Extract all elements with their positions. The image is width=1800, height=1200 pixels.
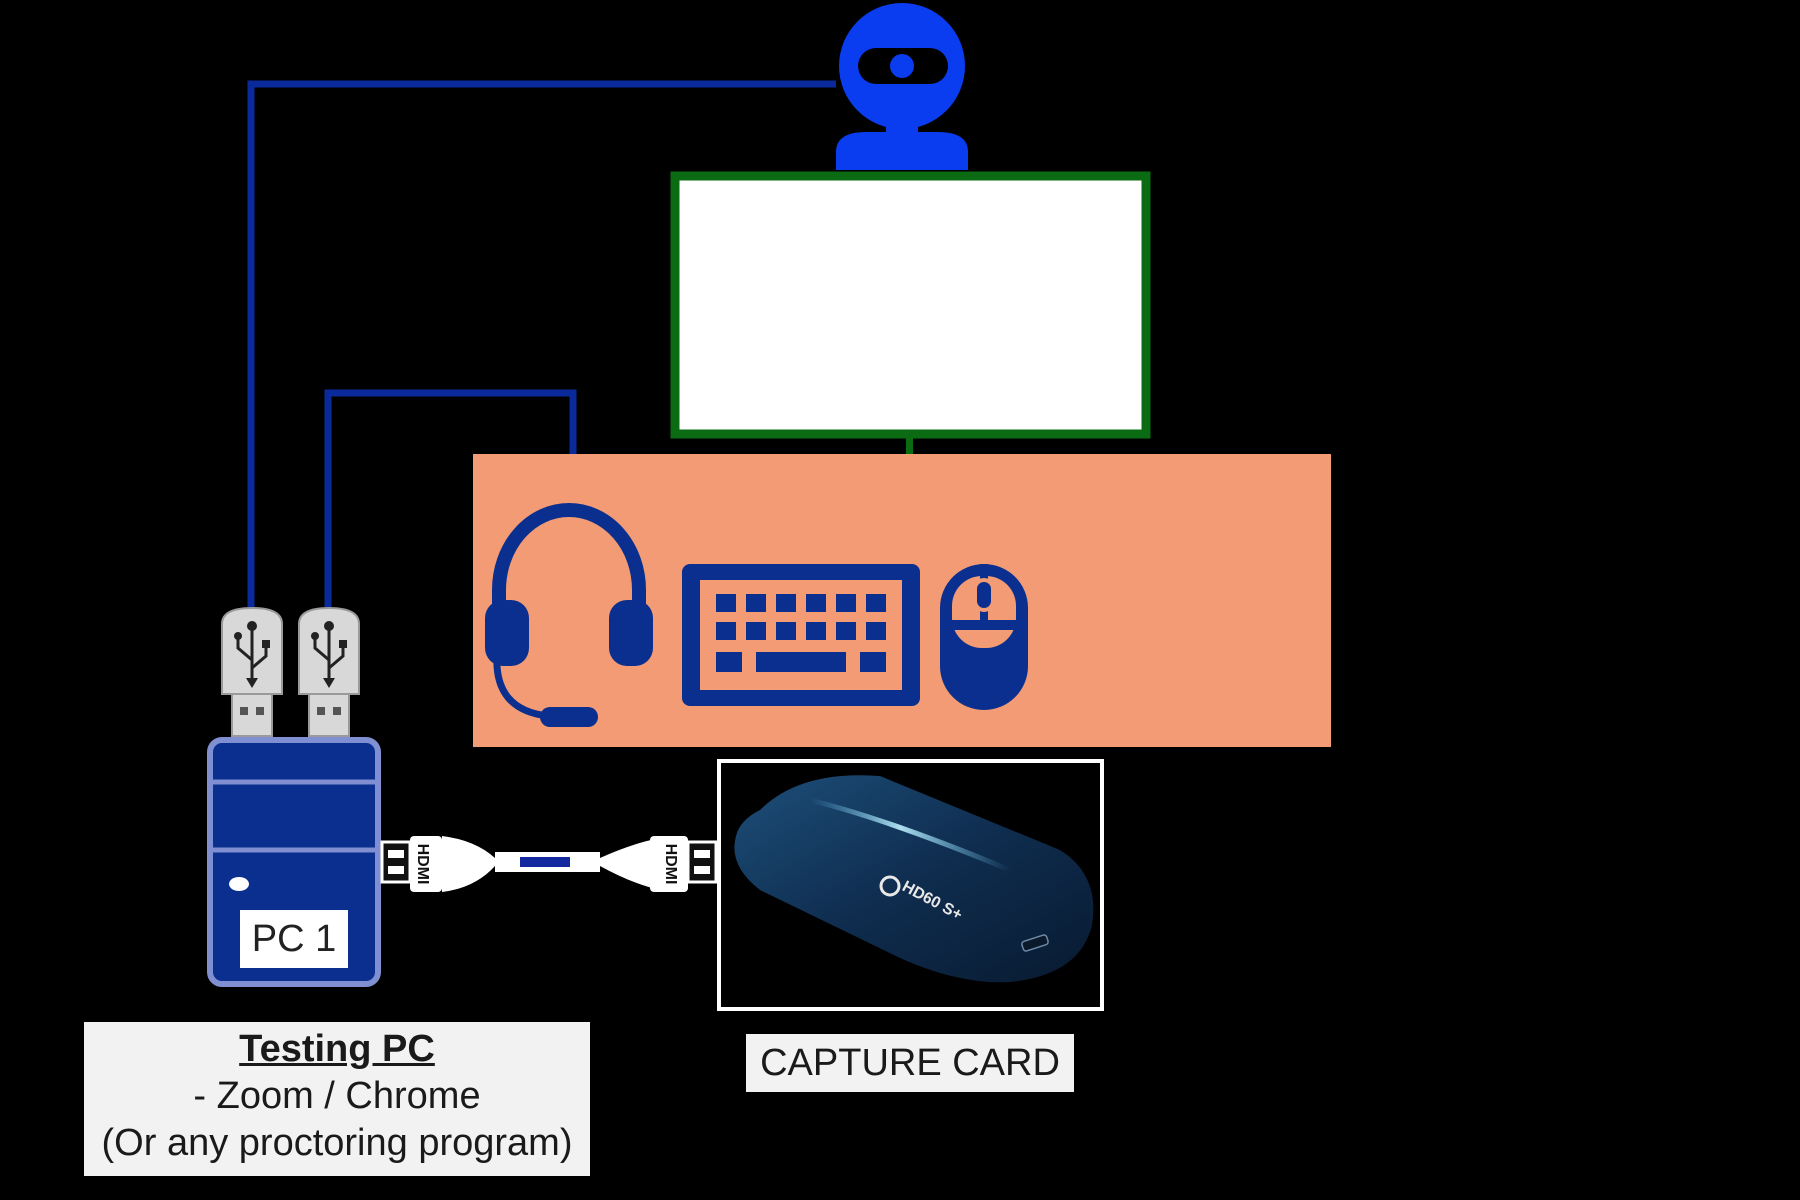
testing-pc-line2: (Or any proctoring program) [101, 1122, 573, 1164]
capture-card-image: HD60 S+ [717, 759, 1104, 1011]
webcam-cable [247, 80, 836, 608]
capture-card-label: CAPTURE CARD [746, 1034, 1074, 1092]
hdmi-label-right: HDMI [662, 844, 679, 885]
usb-icon-left [221, 606, 283, 737]
testing-pc-title: Testing PC [239, 1028, 435, 1070]
mouse-icon [940, 564, 1028, 710]
headset-cable [324, 389, 577, 608]
pc-name-label: PC 1 [240, 910, 348, 968]
hdmi-cable-icon: HDMI HDMI [380, 836, 718, 892]
monitor-icon [670, 171, 1151, 482]
webcam-icon [836, 3, 968, 170]
headset-icon [485, 503, 653, 727]
testing-pc-line1: - Zoom / Chrome [193, 1075, 481, 1117]
keyboard-icon [682, 564, 920, 706]
testing-pc-caption: Testing PC - Zoom / Chrome (Or any proct… [84, 1022, 590, 1176]
hdmi-label-left: HDMI [414, 844, 431, 885]
usb-icon-right [298, 606, 360, 737]
